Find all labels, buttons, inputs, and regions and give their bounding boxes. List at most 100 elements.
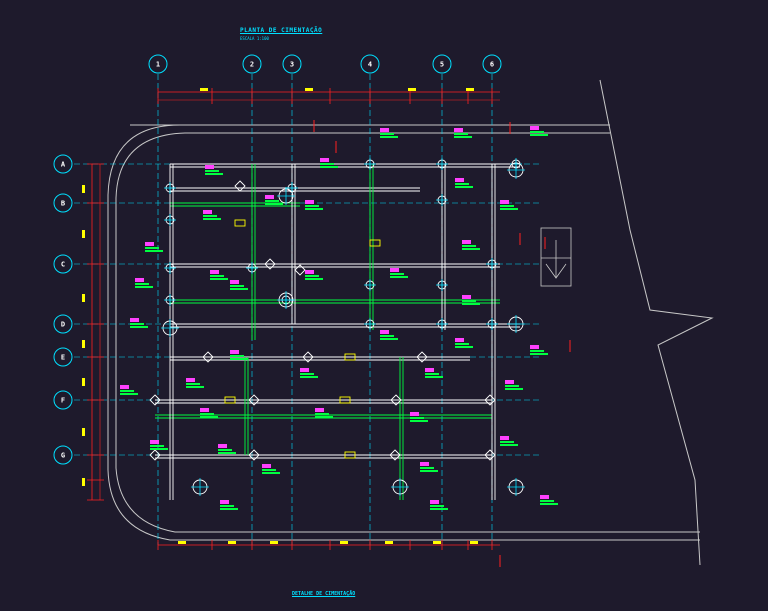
dim-text-mark: [340, 541, 348, 544]
element-text: [455, 186, 473, 188]
element-text: [120, 390, 134, 392]
grid-bubble-col-6-circle: [482, 54, 502, 74]
dim-text-mark: [82, 294, 85, 302]
element-text: [305, 275, 319, 277]
element-tag: [505, 380, 514, 384]
element-text: [135, 283, 149, 285]
column-marker: [390, 394, 402, 406]
grid-bubble-col-1-circle: [148, 54, 168, 74]
dim-text-mark: [82, 185, 85, 193]
element-text: [230, 288, 248, 290]
element-text: [410, 420, 428, 422]
grid-bubble-col-3-label: 3: [290, 61, 294, 69]
grid-bubble-row-D-label: D: [61, 321, 65, 329]
grid-bubble-col-1-label: 1: [156, 61, 160, 69]
dim-text-mark: [433, 541, 441, 544]
element-text: [455, 346, 473, 348]
element-tag: [530, 126, 539, 130]
element-tag: [420, 462, 429, 466]
element-text: [530, 353, 548, 355]
beam-tag-box: [369, 239, 381, 247]
site-boundary: [107, 79, 714, 566]
element-text: [462, 300, 476, 302]
element-text: [300, 376, 318, 378]
element-tag: [220, 500, 229, 504]
grid-bubble-col-6-label: 6: [490, 61, 494, 69]
element-text: [454, 133, 468, 135]
element-text: [265, 203, 283, 205]
element-text: [135, 286, 153, 288]
element-tag: [315, 408, 324, 412]
element-text: [505, 385, 519, 387]
site-outline-outer: [107, 124, 700, 541]
grid-bubble-col-5-label: 5: [440, 61, 444, 69]
grid-lines: [74, 74, 540, 545]
grid-bubble-row-A-label: A: [61, 161, 66, 169]
column-marker: [389, 449, 401, 461]
element-text: [454, 136, 472, 138]
element-text: [530, 131, 544, 133]
stair-symbol: [540, 227, 572, 287]
element-text: [218, 452, 236, 454]
element-text: [455, 343, 469, 345]
element-text: [120, 393, 138, 395]
element-text: [305, 205, 319, 207]
element-text: [462, 248, 480, 250]
element-text: [500, 208, 518, 210]
grid-bubble-row-C-label: C: [61, 261, 65, 269]
column-marker: [149, 394, 161, 406]
element-text: [380, 136, 398, 138]
column-marker: [416, 351, 428, 363]
grid-bubble-row-G-label: G: [61, 452, 65, 460]
east-boundary: [599, 79, 714, 566]
element-text: [186, 383, 200, 385]
dim-text-mark: [82, 478, 85, 486]
grid-bubble-row-E-circle: [53, 347, 73, 367]
element-text: [145, 250, 163, 252]
dim-text-mark: [408, 88, 416, 91]
element-text: [262, 469, 276, 471]
element-tag: [262, 464, 271, 468]
element-text: [500, 205, 514, 207]
element-text: [315, 413, 329, 415]
dim-text-mark: [470, 541, 478, 544]
element-text: [130, 326, 148, 328]
grid-bubble-col-2-circle: [242, 54, 262, 74]
element-tag: [462, 240, 471, 244]
dim-text-mark: [82, 428, 85, 436]
dim-text-mark: [82, 378, 85, 386]
grid-bubble-row-C-circle: [53, 254, 73, 274]
grid-bubble-row-F-label: F: [61, 397, 65, 405]
annotation-labels: [120, 120, 571, 567]
element-text: [420, 467, 434, 469]
drawing-title: PLANTA DE CIMENTAÇÃO: [240, 27, 323, 34]
element-text: [540, 500, 554, 502]
column-marker: [248, 394, 260, 406]
element-text: [305, 208, 323, 210]
element-text: [462, 303, 480, 305]
element-tag: [455, 178, 464, 182]
element-text: [205, 173, 223, 175]
element-text: [500, 444, 518, 446]
dim-text-mark: [200, 88, 208, 91]
element-text: [218, 449, 232, 451]
element-tag: [454, 128, 463, 132]
element-tag: [210, 270, 219, 274]
column-marker: [202, 351, 214, 363]
element-tag: [300, 368, 309, 372]
element-text: [203, 215, 217, 217]
footings: [149, 158, 525, 496]
element-text: [530, 350, 544, 352]
element-text: [420, 470, 438, 472]
dim-text-mark: [270, 541, 278, 544]
dim-text-mark: [82, 230, 85, 238]
element-text: [230, 355, 244, 357]
element-text: [150, 445, 164, 447]
element-text: [425, 373, 439, 375]
dimension-lines: [82, 88, 500, 550]
element-text: [320, 166, 338, 168]
element-tag: [135, 278, 144, 282]
grid-bubble-row-D-circle: [53, 314, 73, 334]
